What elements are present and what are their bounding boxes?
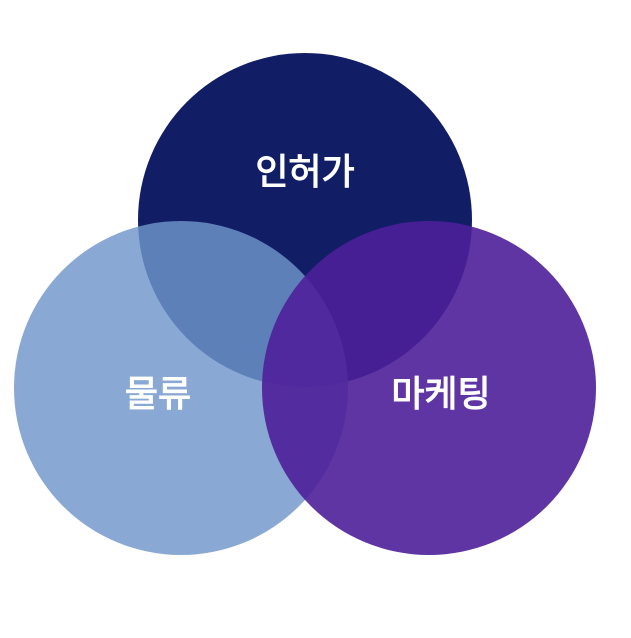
label-licensing: 인허가 <box>255 152 354 193</box>
label-logistics: 물류 <box>125 374 191 415</box>
circle-logistics <box>14 221 348 555</box>
label-marketing: 마케팅 <box>391 374 490 415</box>
circle-marketing <box>262 221 596 555</box>
